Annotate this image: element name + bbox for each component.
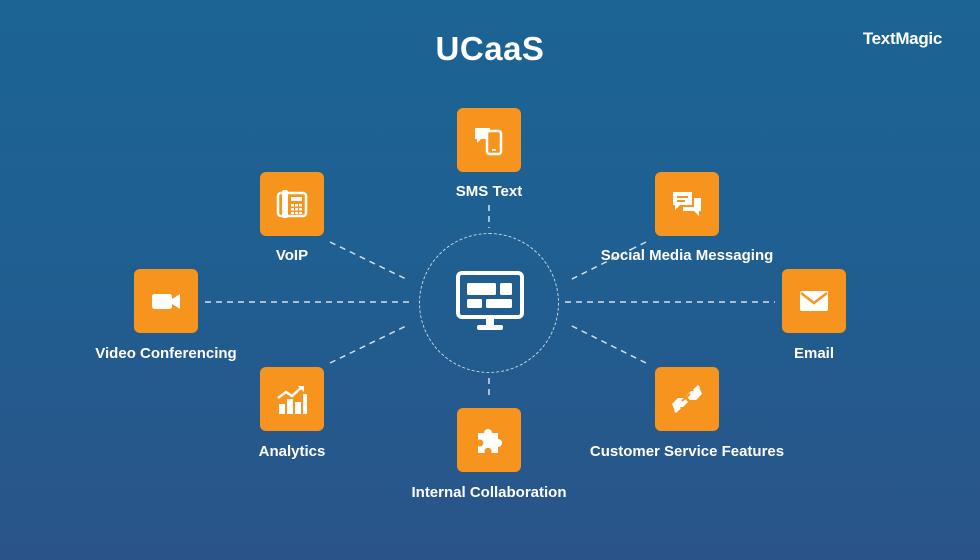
sms-label: SMS Text [455, 183, 523, 200]
textmagic-logo: TextMagic [862, 29, 942, 48]
collab-label: Internal Collaboration [411, 484, 567, 501]
video-tile [134, 269, 198, 333]
analytics-label: Analytics [258, 443, 326, 460]
analytics-tile [260, 367, 324, 431]
handshake-icon [672, 384, 702, 414]
bar-chart-icon [277, 386, 307, 414]
social-label: Social Media Messaging [600, 247, 774, 264]
support-tile [655, 367, 719, 431]
diagram-title: UCaaS [435, 30, 545, 67]
email-tile [782, 269, 846, 333]
connector-voip [329, 241, 409, 281]
video-label: Video Conferencing [95, 345, 237, 362]
social-tile [655, 172, 719, 236]
chat-bubbles-icon [673, 192, 701, 216]
video-camera-icon [152, 294, 180, 309]
support-label: Customer Service Features [589, 443, 785, 460]
ucaas-hub [419, 233, 559, 373]
sms-tile [457, 108, 521, 172]
email-label: Email [793, 345, 835, 362]
voip-tile [260, 172, 324, 236]
monitor-icon [456, 271, 524, 330]
mobile-chat-icon [475, 128, 503, 156]
puzzle-piece-icon [478, 429, 502, 453]
connector-support [569, 324, 647, 364]
collab-tile [457, 408, 521, 472]
connector-analytics [329, 324, 409, 364]
voip-label: VoIP [275, 247, 309, 264]
connector-social [569, 241, 647, 281]
envelope-icon [800, 291, 828, 311]
desk-phone-icon [276, 190, 308, 218]
